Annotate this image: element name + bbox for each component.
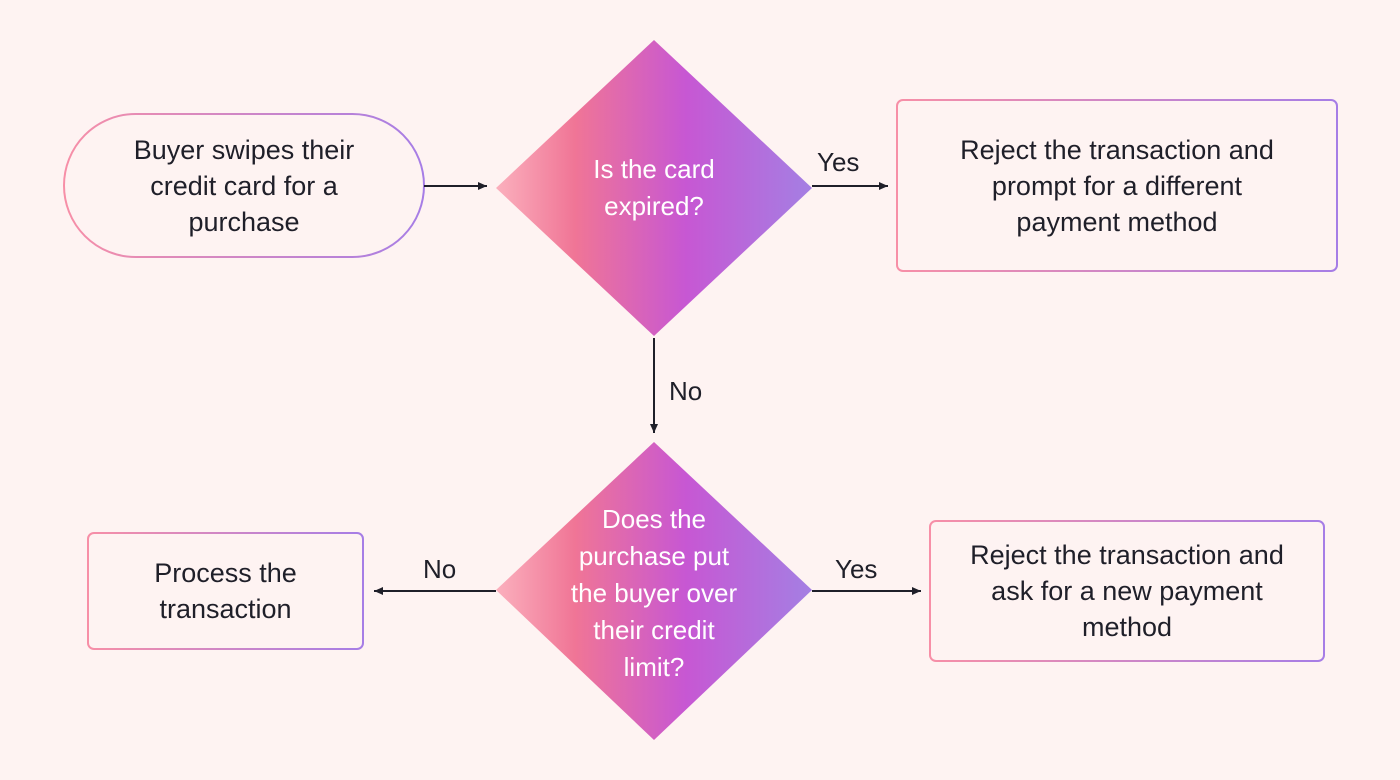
process-node-text: Process the transaction	[154, 558, 297, 624]
reject-expired-text: Reject the transaction and prompt for a …	[960, 134, 1274, 237]
edge-label-limit-no: No	[423, 554, 457, 584]
decision-limit-node	[496, 442, 812, 740]
process-node	[87, 532, 364, 650]
decision-limit-text: Does the purchase put the buyer over the…	[570, 503, 738, 682]
edge-label-limit-yes: Yes	[835, 554, 878, 584]
decision-expired-text: Is the card expired?	[593, 154, 715, 221]
reject-limit-node	[929, 520, 1325, 662]
edge-label-expired-no: No	[669, 376, 703, 406]
reject-limit-text: Reject the transaction and ask for a new…	[970, 540, 1284, 642]
start-node-text: Buyer swipes their credit card for a pur…	[133, 134, 355, 237]
reject-expired-node	[896, 99, 1338, 272]
edge-label-expired-yes: Yes	[817, 147, 860, 177]
decision-expired-node	[496, 40, 812, 336]
